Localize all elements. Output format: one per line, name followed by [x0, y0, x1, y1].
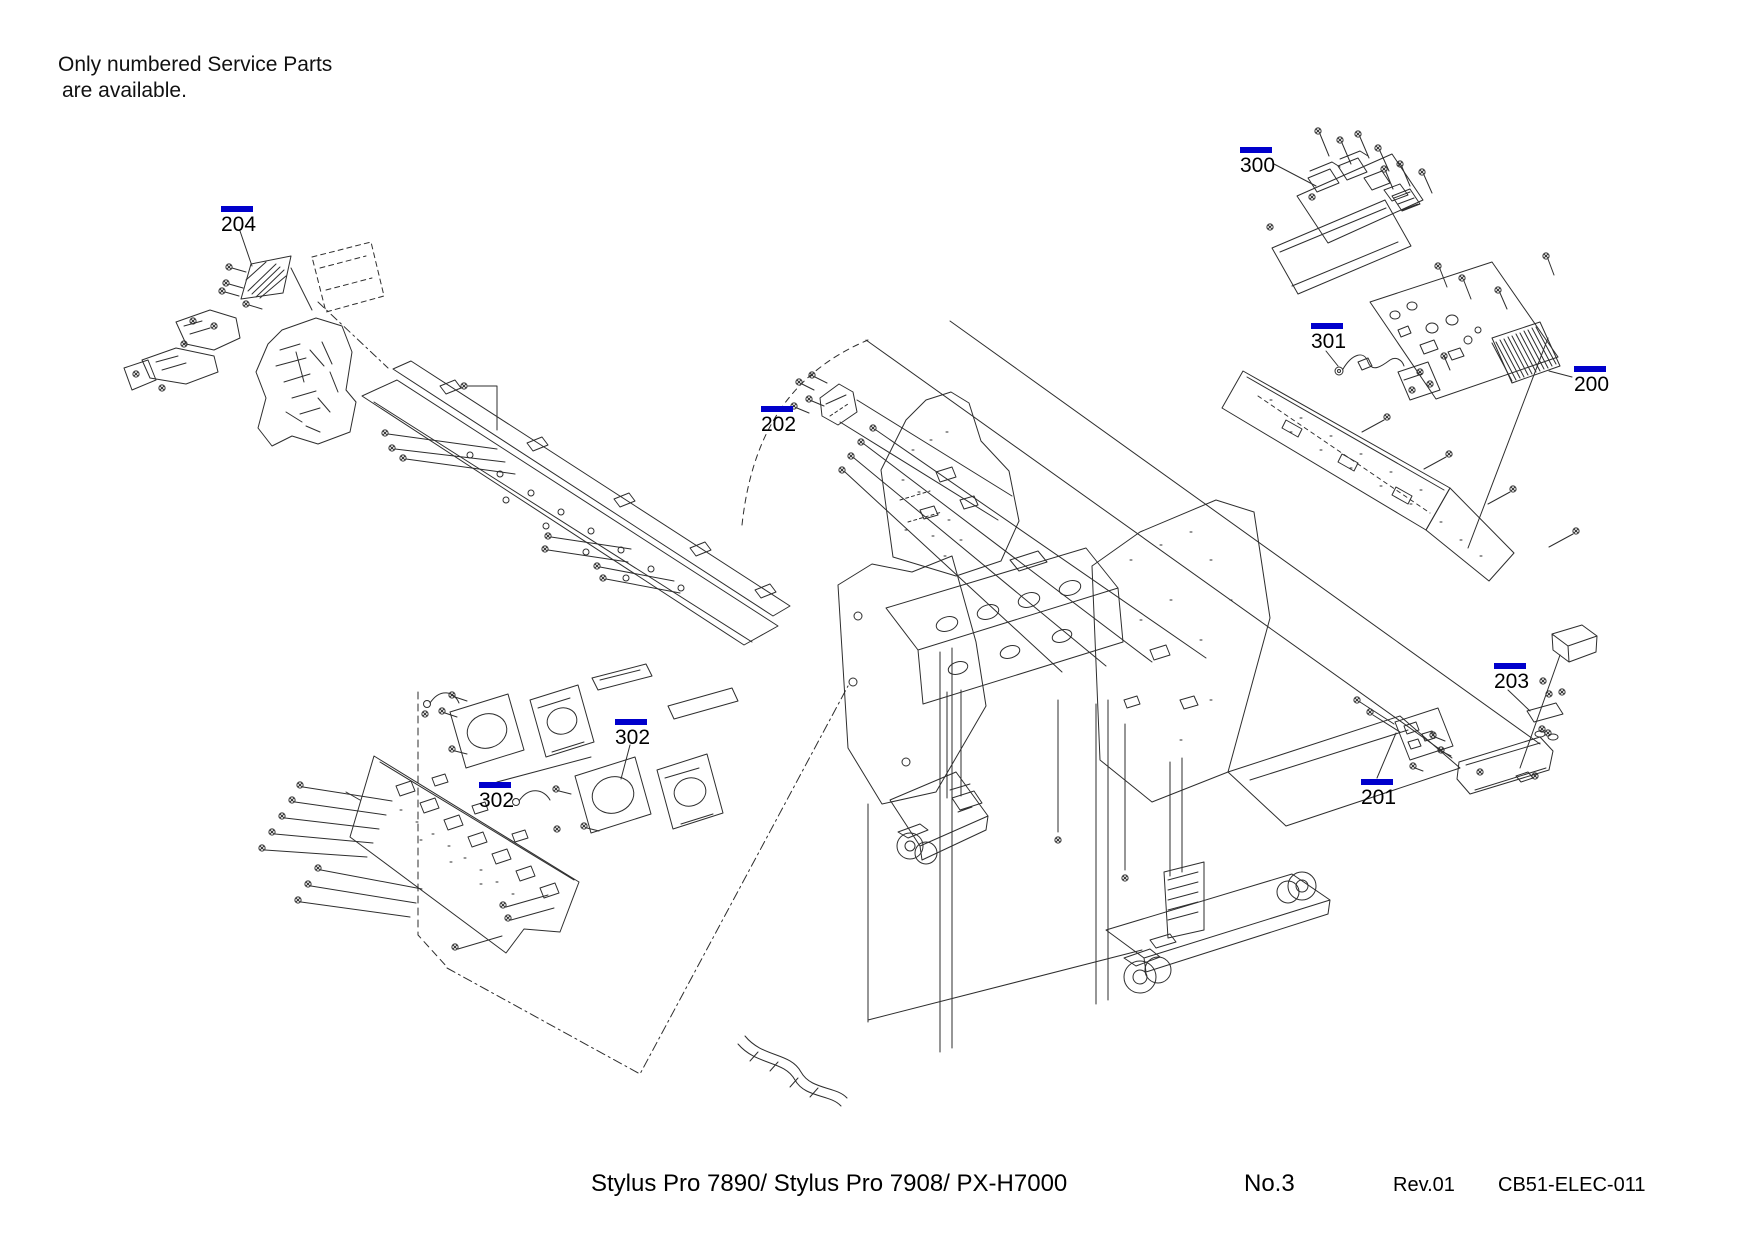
label-underline	[1574, 366, 1606, 372]
part-number: 203	[1494, 670, 1530, 693]
fan-assemblies-302	[258, 664, 738, 953]
part-label-203: 203	[1494, 663, 1538, 693]
printer-models: Stylus Pro 7890/ Stylus Pro 7908/ PX-H70…	[591, 1170, 1068, 1197]
label-underline	[1240, 147, 1272, 153]
label-underline	[615, 719, 647, 725]
part-label-202: 202	[761, 406, 805, 436]
part-label-301: 301	[1311, 323, 1355, 353]
part-number: 202	[761, 413, 797, 436]
availability-note-line1: Only numbered Service Parts	[58, 53, 333, 76]
label-underline	[1311, 323, 1343, 329]
main-chassis	[738, 392, 1460, 1106]
assembly-200-main-board	[1370, 252, 1572, 548]
availability-note-line2: are available.	[62, 79, 187, 102]
part-label-200: 200	[1574, 366, 1618, 396]
part-number: 204	[221, 213, 257, 236]
assembly-204-cluster	[124, 231, 384, 446]
part-number: 301	[1311, 330, 1347, 353]
part-number: 302	[479, 789, 515, 812]
assembly-201-board	[1353, 696, 1453, 778]
part-number: 201	[1361, 786, 1397, 809]
part-number: 302	[615, 726, 651, 749]
shield-panel	[1222, 371, 1580, 581]
label-underline	[1494, 663, 1526, 669]
availability-note: Only numbered Service Parts are availabl…	[58, 52, 332, 104]
label-underline	[761, 406, 793, 412]
part-label-204: 204	[221, 206, 265, 236]
revision: Rev.01	[1393, 1174, 1455, 1196]
part-number: 200	[1574, 373, 1610, 396]
assembly-301-cable	[1326, 351, 1450, 400]
assembly-203	[1457, 625, 1597, 794]
part-number: 300	[1240, 154, 1276, 177]
assembly-202	[790, 371, 1012, 520]
rail-assembly	[362, 361, 790, 645]
part-label-201: 201	[1361, 779, 1405, 809]
explosion-axis-lines	[318, 302, 1540, 1074]
part-label-300: 300	[1240, 147, 1284, 177]
assembly-300-power-supply	[1266, 127, 1432, 294]
label-underline	[479, 782, 511, 788]
sheet-number: No.3	[1244, 1170, 1295, 1197]
document-code: CB51-ELEC-011	[1498, 1174, 1646, 1196]
label-underline	[1361, 779, 1393, 785]
part-label-302-upper: 302	[615, 719, 659, 749]
part-label-302-lower: 302	[479, 782, 523, 812]
label-underline	[221, 206, 253, 212]
